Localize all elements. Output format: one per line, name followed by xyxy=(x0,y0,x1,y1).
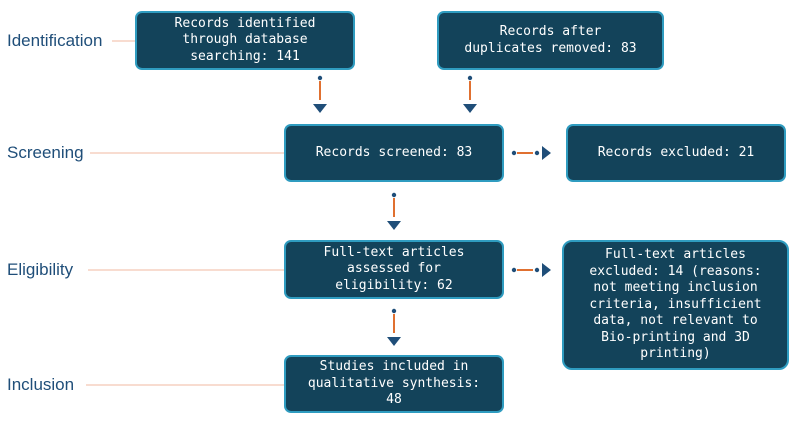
box-records-identified: Records identified through database sear… xyxy=(135,11,355,70)
arrow-duplicates-to-screened xyxy=(463,75,477,113)
box-fulltext-assessed-text: Full-text articles assessed for eligibil… xyxy=(323,244,465,293)
arrow-screened-to-excluded xyxy=(511,146,551,160)
arrow-fulltext-to-excluded xyxy=(511,263,551,277)
box-records-identified-text: Records identified through database sear… xyxy=(174,15,316,64)
box-fulltext-assessed: Full-text articles assessed for eligibil… xyxy=(284,240,504,299)
box-records-screened-text: Records screened: 83 xyxy=(315,144,473,160)
arrow-fulltext-to-included xyxy=(387,308,401,346)
box-records-excluded: Records excluded: 21 xyxy=(566,124,786,182)
stage-label-eligibility: Eligibility xyxy=(7,260,74,279)
box-records-excluded-text: Records excluded: 21 xyxy=(597,144,755,160)
stage-label-identification: Identification xyxy=(7,31,103,50)
box-records-after-duplicates-text: Records after duplicates removed: 83 xyxy=(464,24,637,56)
stage-label-screening: Screening xyxy=(7,143,84,162)
stage-label-inclusion: Inclusion xyxy=(7,375,75,394)
box-fulltext-excluded: Full-text articles excluded: 14 (reasons… xyxy=(562,240,789,370)
box-records-after-duplicates: Records after duplicates removed: 83 xyxy=(437,11,664,70)
arrow-identified-to-screened xyxy=(313,75,327,113)
box-studies-included-text: Studies included in qualitative synthesi… xyxy=(307,359,481,408)
box-fulltext-excluded-text: Full-text articles excluded: 14 (reasons… xyxy=(589,247,762,362)
box-records-screened: Records screened: 83 xyxy=(284,124,504,182)
box-studies-included: Studies included in qualitative synthesi… xyxy=(284,355,504,413)
arrow-screened-to-fulltext xyxy=(387,192,401,230)
